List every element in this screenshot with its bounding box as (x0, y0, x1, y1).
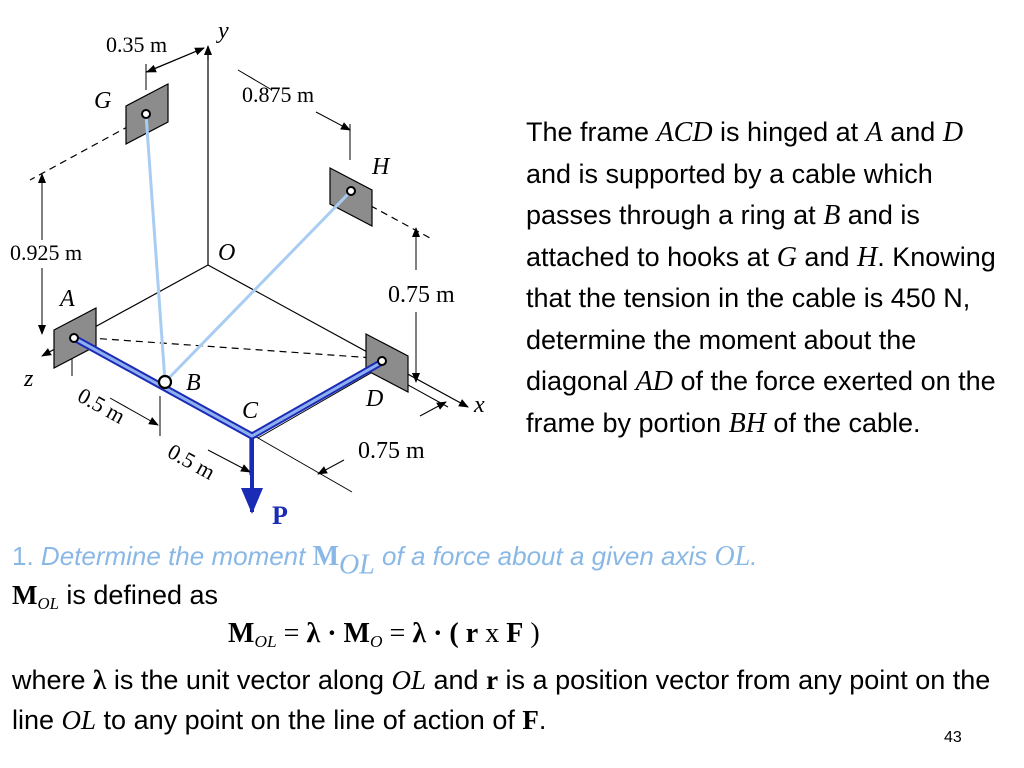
point-G-label: G (94, 88, 111, 114)
floor-line (257, 361, 391, 439)
step-heading: 1. Determine the moment MOL of a force a… (12, 541, 758, 579)
where-text: where (12, 665, 94, 695)
definition-text: is defined as (58, 580, 218, 610)
eq-lambda: λ (306, 618, 321, 649)
dim-0.75-bottom-label: 0.75 m (358, 438, 425, 464)
diagonal-AD (75, 336, 389, 360)
problem-text: and (882, 117, 943, 147)
point-ref: G (776, 241, 797, 273)
cable-BH (163, 189, 353, 384)
dim-0.875-line (315, 111, 351, 131)
where-text: is a position vector from any point on t… (12, 665, 991, 735)
g-projection (29, 119, 141, 181)
dim-0.875-line (237, 69, 273, 91)
axis-x-label: x (473, 392, 485, 418)
point-H-label: H (371, 154, 391, 180)
problem-text: The frame (526, 117, 657, 147)
dim-0.75b-line (317, 459, 345, 475)
diagonal-ref: AD (635, 366, 673, 397)
where-text: to any point on the line of action of (96, 705, 523, 735)
dim-0.75b-line (419, 401, 447, 417)
problem-statement: The frame ACD is hinged at A and D and i… (526, 112, 1006, 444)
point-B-label: B (186, 370, 201, 396)
axis-y-label: y (216, 18, 229, 44)
axis-ref: OL (714, 541, 751, 572)
point-D-dot (377, 356, 387, 366)
frame-diagram: y x z O A B C D G H P 0.35 m 0.875 m 0.9… (10, 18, 485, 530)
eq-subscript: O (369, 632, 383, 652)
point-G-dot (141, 109, 151, 119)
point-A-label: A (58, 286, 75, 312)
point-H-dot (346, 186, 356, 196)
step-number: 1. (12, 541, 41, 571)
problem-text: of the cable. (765, 407, 921, 438)
eq-operator: x (478, 618, 507, 649)
point-ref: D (942, 117, 964, 148)
problem-text: . Knowing that the tension in the cable … (526, 241, 996, 397)
problem-text: of the force exerted on the frame by por… (526, 366, 996, 438)
eq-r: r (465, 618, 479, 649)
ring-B (157, 374, 173, 390)
frame-name: ACD (656, 117, 713, 148)
where-text: is the unit vector along (106, 665, 392, 695)
dim-0.5-line (207, 449, 251, 473)
dim-0.75-right-label: 0.75 m (388, 282, 455, 308)
dim-0.5-line (109, 397, 159, 426)
axis-ref: OL (61, 705, 97, 735)
dim-0.875-label: 0.875 m (242, 82, 314, 107)
point-O-label: O (218, 240, 235, 266)
frame-ACD-highlight (73, 336, 383, 438)
x-axis-line (207, 264, 469, 408)
r-symbol: r (486, 665, 499, 695)
moment-equation: MOL = λ · MO = λ · ( r x F ) (228, 618, 540, 650)
plate-H (329, 167, 373, 227)
dim-0.75b-line (257, 437, 353, 493)
dim-0.35-line (146, 47, 205, 73)
point-ref: A (865, 117, 883, 148)
lambda-symbol: λ (93, 665, 107, 695)
eq-operator: · (320, 618, 344, 649)
where-text: and (426, 665, 487, 695)
page-number: 43 (944, 729, 962, 746)
force-P-label: P (272, 501, 288, 530)
axis-z-label: z (23, 366, 34, 392)
problem-text: and is supported by a cable which passes… (526, 158, 933, 231)
step-end: . (750, 541, 758, 571)
eq-operator: ) (523, 618, 540, 649)
moment-symbol: M (312, 541, 340, 572)
point-ref: H (856, 241, 878, 273)
problem-text: is hinged at (712, 117, 866, 147)
eq-operator: · ( (426, 618, 466, 649)
point-C-label: C (242, 398, 259, 424)
eq-moment: M (228, 618, 255, 649)
portion-ref: BH (728, 407, 766, 439)
axis-ref: OL (391, 665, 426, 695)
point-D-label: D (365, 386, 383, 412)
point-A-dot (69, 333, 79, 343)
plate-D (365, 333, 409, 393)
moment-symbol: M (12, 580, 38, 610)
where-text: . (538, 705, 547, 735)
dim-0.5-upper-label: 0.5 m (74, 383, 130, 429)
dim-0.925-label: 0.925 m (10, 240, 82, 265)
point-ref: B (823, 200, 841, 231)
eq-moment: M (343, 618, 370, 649)
step-text: of a force about a given axis (374, 541, 715, 571)
step-text: Determine the moment (40, 541, 313, 571)
eq-lambda: λ (412, 618, 427, 649)
eq-subscript: OL (254, 632, 277, 652)
moment-subscript: OL (339, 549, 375, 581)
eq-f: F (506, 618, 524, 649)
moment-subscript: OL (37, 594, 59, 614)
cable-BG (144, 113, 167, 383)
definition-line: MOL is defined as (12, 580, 218, 614)
f-symbol: F (522, 705, 539, 735)
dim-0.35-label: 0.35 m (106, 32, 167, 57)
problem-text: and is attached to hooks at (526, 200, 920, 272)
dim-0.5-lower-label: 0.5 m (164, 439, 220, 485)
eq-operator: = (276, 618, 307, 649)
eq-operator: = (382, 618, 413, 649)
where-explanation: where λ is the unit vector along OL and … (12, 660, 1012, 740)
problem-text: and (796, 241, 857, 272)
